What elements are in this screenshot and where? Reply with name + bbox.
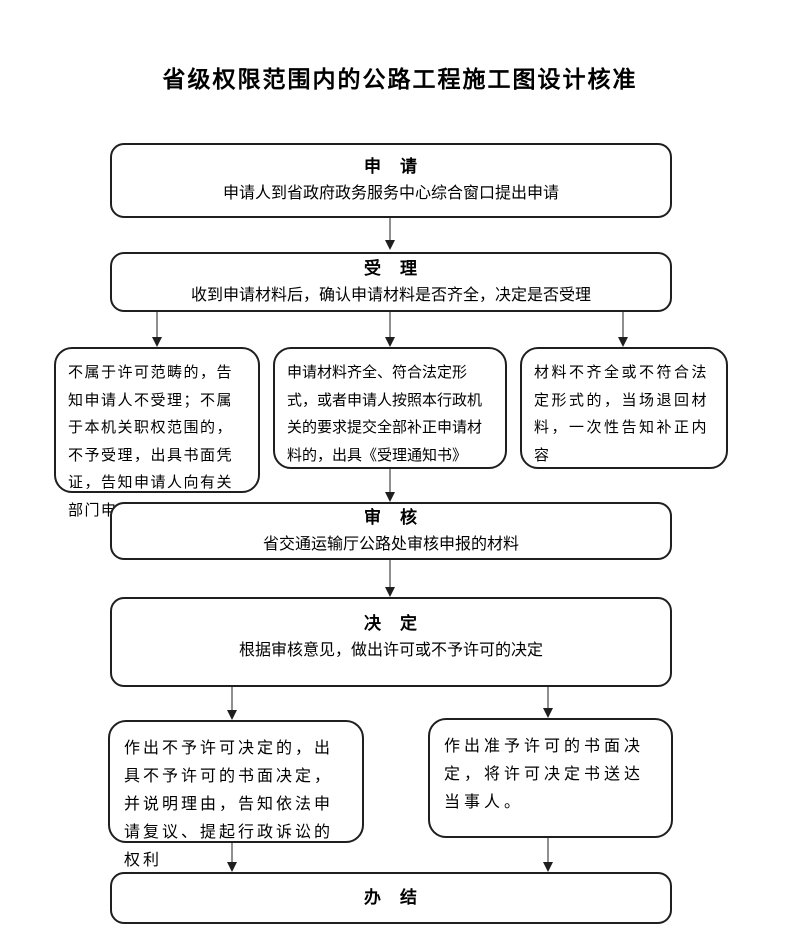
arrow-accept-to-branch-right: [617, 312, 629, 347]
arrow-decision-to-grant: [542, 687, 554, 718]
decision-desc: 根据审核意见，做出许可或不予许可的决定: [238, 642, 543, 659]
page-title: 省级权限范围内的公路工程施工图设计核准: [162, 67, 638, 92]
review-desc: 省交通运输厅公路处审核申报的材料: [262, 535, 519, 553]
flow-node-apply: 申 请 申请人到省政府政务服务中心综合窗口提出申请: [110, 143, 672, 218]
flow-node-accepted-notice: 申请材料齐全、符合法定形式，或者申请人按照本行政机关的要求提交全部补正申请材料的…: [273, 347, 507, 469]
flow-node-decision: 决 定 根据审核意见，做出许可或不予许可的决定: [110, 597, 672, 687]
review-title: 审 核: [364, 507, 418, 527]
arrow-decision-to-deny: [226, 687, 238, 720]
arrow-grant-to-complete: [542, 838, 554, 872]
accept-desc: 收到申请材料后，确认申请材料是否齐全，决定是否受理: [190, 286, 591, 304]
complete-title: 办 结: [364, 888, 418, 907]
arrow-accept-to-branch-left: [151, 312, 163, 347]
arrow-deny-to-complete: [226, 843, 238, 872]
arrow-accept-to-branch-middle: [384, 312, 396, 347]
flow-node-complete: 办 结: [110, 872, 672, 924]
flow-node-review: 审 核 省交通运输厅公路处审核申报的材料: [110, 502, 672, 560]
flow-node-return-materials: 材料不齐全或不符合法定形式的，当场退回材料，一次性告知补正内容: [520, 347, 728, 469]
flow-node-grant: 作出准予许可的书面决定，将许可决定书送达当事人。: [428, 718, 673, 838]
arrow-branch-to-review: [384, 469, 396, 502]
accept-title: 受 理: [364, 258, 418, 278]
flow-node-accept: 受 理 收到申请材料后，确认申请材料是否齐全，决定是否受理: [110, 252, 672, 312]
flow-node-deny: 作出不予许可决定的，出具不予许可的书面决定，并说明理由，告知依法申请复议、提起行…: [108, 720, 364, 869]
arrow-apply-to-accept: [384, 218, 396, 250]
apply-title: 申 请: [364, 157, 418, 176]
decision-title: 决 定: [364, 614, 418, 633]
flow-node-not-accepted: 不属于许可范畴的，告知申请人不受理；不属于本机关职权范围的，不予受理，出具书面凭…: [54, 347, 260, 519]
apply-desc: 申请人到省政府政务服务中心综合窗口提出申请: [222, 185, 559, 202]
arrow-review-to-decision: [384, 560, 396, 597]
